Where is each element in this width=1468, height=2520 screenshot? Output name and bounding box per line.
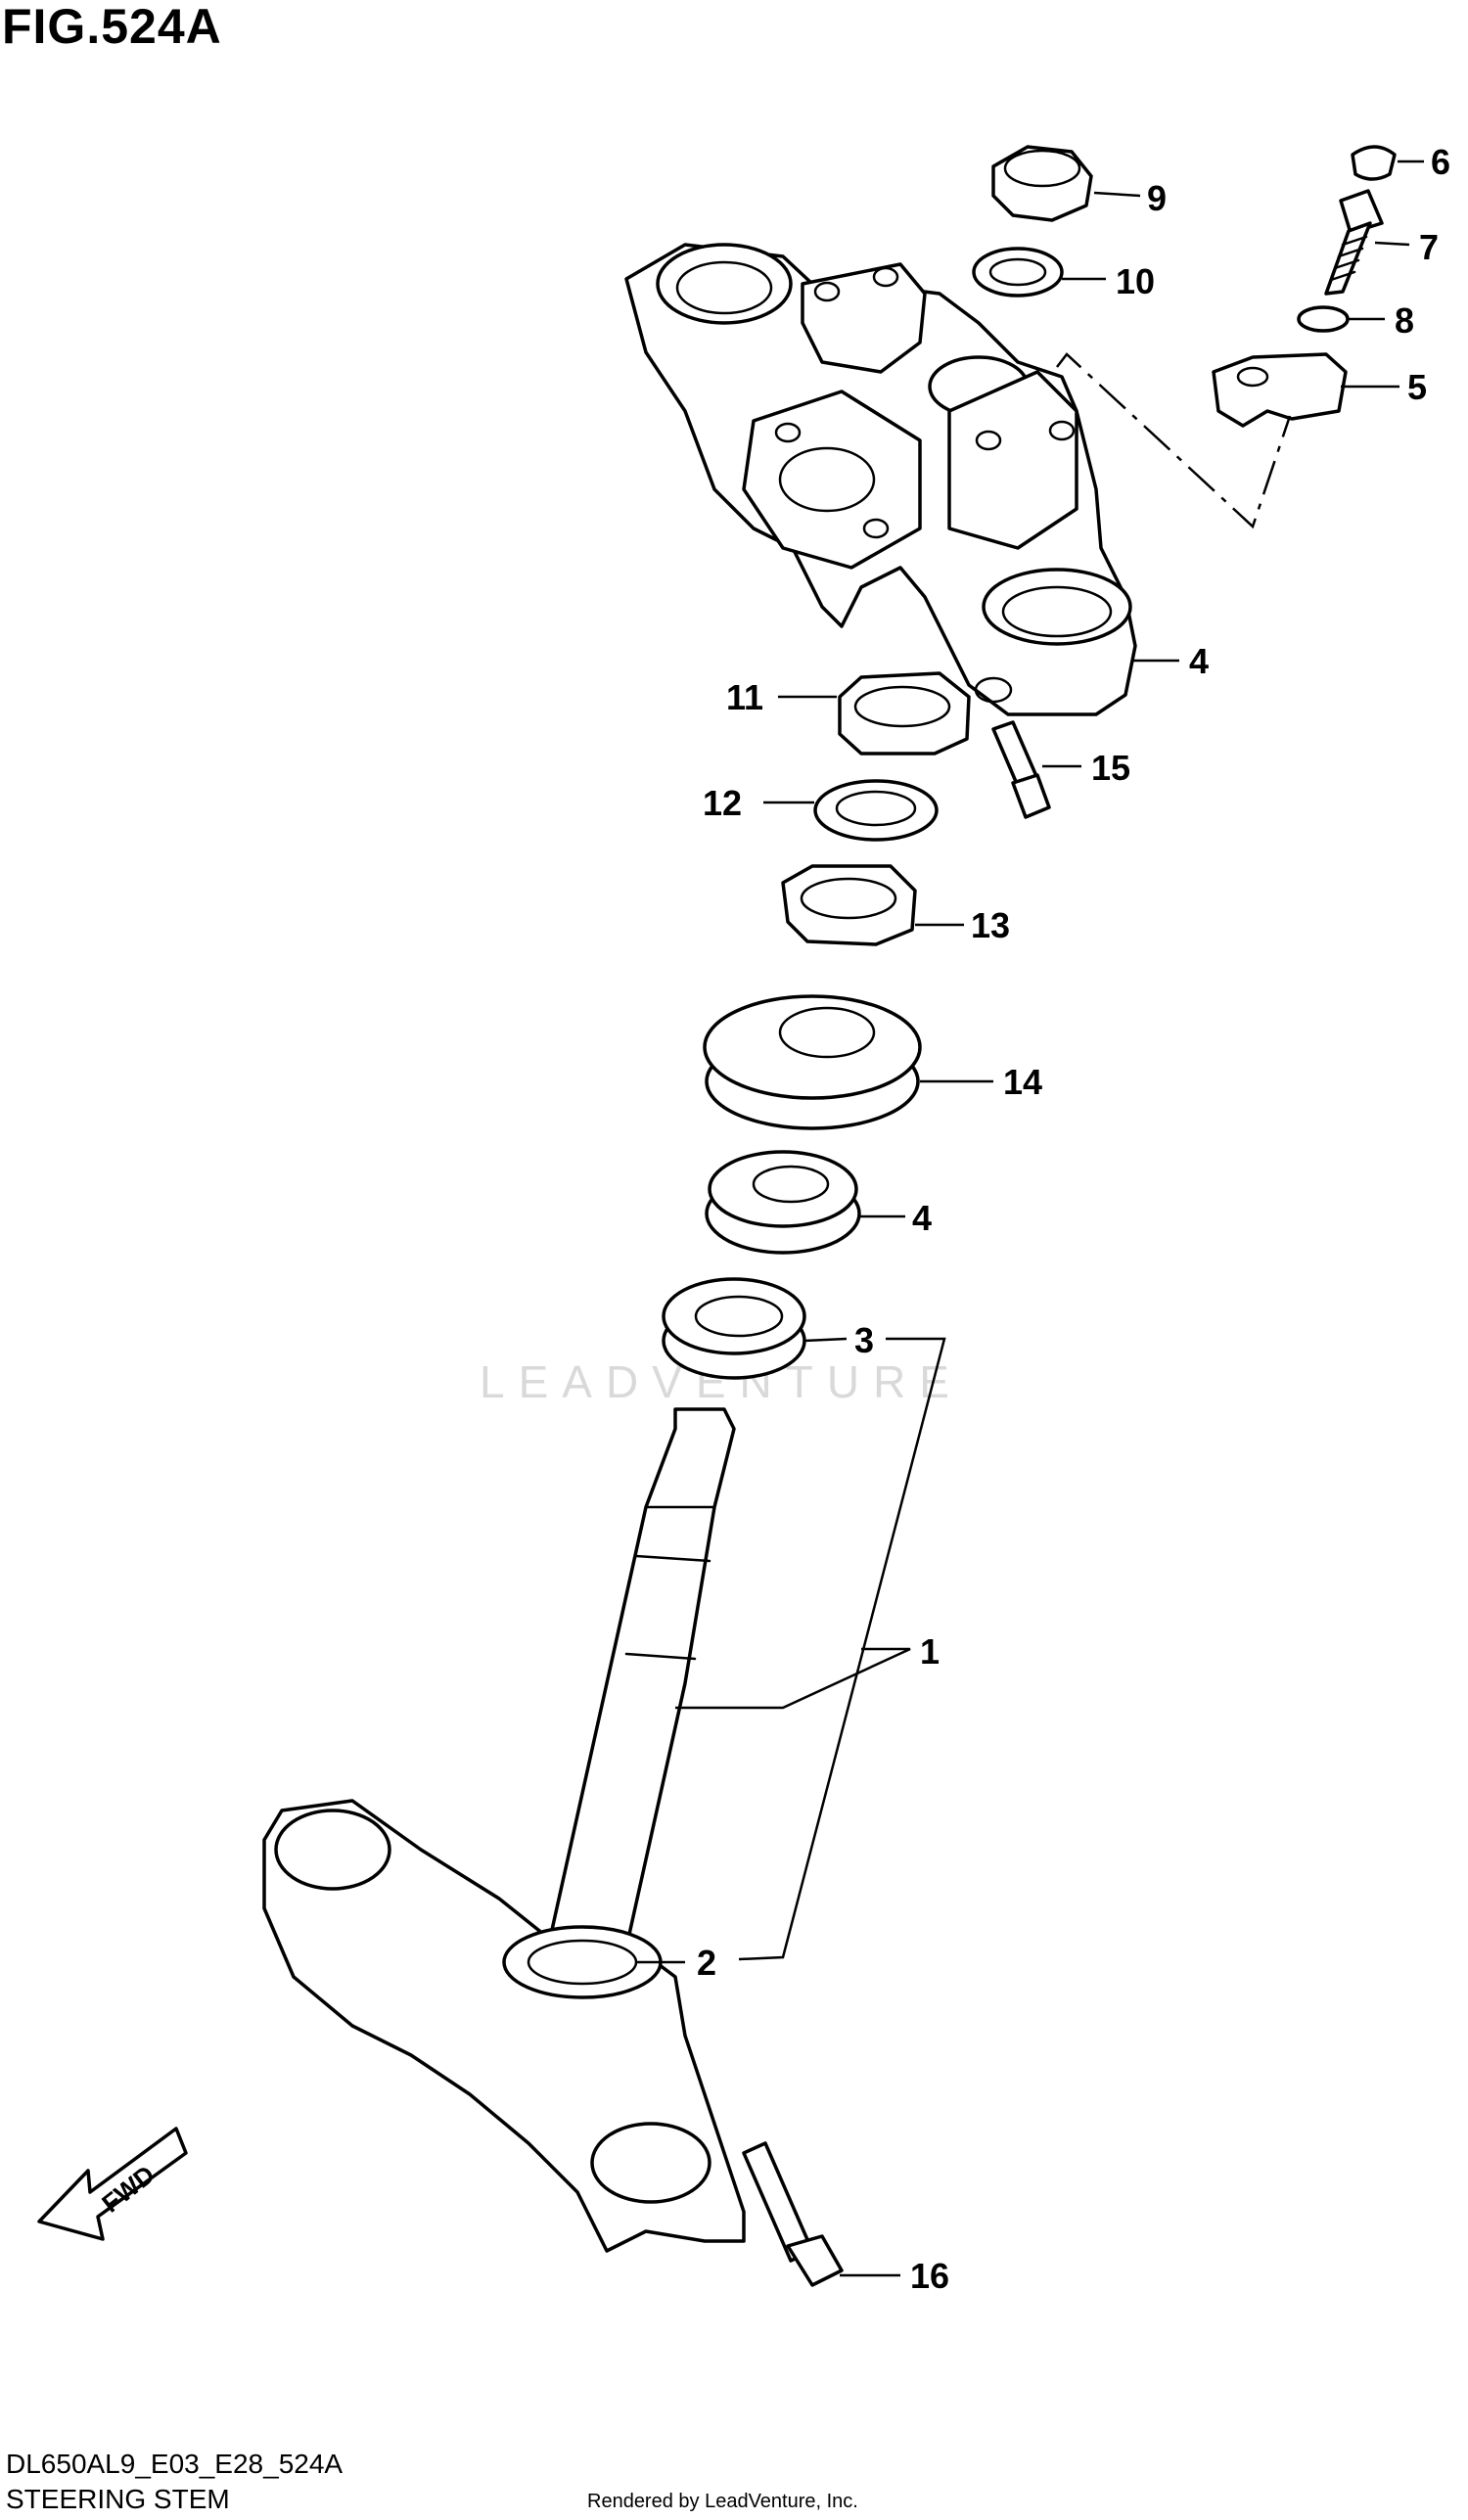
steering-stem-1[interactable] bbox=[262, 1407, 746, 2253]
callout-15: 15 bbox=[1091, 748, 1130, 788]
callout-9: 9 bbox=[1147, 178, 1167, 218]
lock-nut-13[interactable] bbox=[781, 864, 917, 946]
diagram-code: DL650AL9_E03_E28_524A bbox=[6, 2449, 344, 2479]
lock-washer-8[interactable] bbox=[1297, 305, 1350, 333]
lock-nut-11[interactable] bbox=[838, 671, 971, 756]
fwd-arrow-icon: FWD bbox=[37, 2127, 188, 2241]
render-credit: Rendered by LeadVenture, Inc. bbox=[587, 2491, 858, 2512]
callout-12: 12 bbox=[703, 783, 742, 823]
dust-seal-14[interactable] bbox=[703, 994, 922, 1130]
callout-labels: 9 10 6 7 8 5 4 11 15 12 13 14 4 3 1 2 16 bbox=[697, 142, 1450, 2296]
bearing-3[interactable] bbox=[662, 1277, 806, 1380]
callout-1: 1 bbox=[920, 1631, 940, 1672]
callout-3: 3 bbox=[854, 1320, 874, 1360]
callout-5: 5 bbox=[1407, 367, 1427, 407]
cap-nut-9[interactable] bbox=[991, 145, 1093, 222]
leader-dashed bbox=[1056, 352, 1292, 529]
callout-4-bearing: 4 bbox=[912, 1198, 932, 1238]
bearing-4[interactable] bbox=[705, 1150, 861, 1255]
washer-10[interactable] bbox=[972, 247, 1064, 298]
callout-13: 13 bbox=[971, 905, 1010, 945]
callout-4-upper: 4 bbox=[1189, 641, 1209, 681]
callout-7: 7 bbox=[1419, 227, 1439, 267]
callout-10: 10 bbox=[1116, 261, 1155, 301]
leader-lines bbox=[636, 160, 1424, 2277]
upper-bracket[interactable] bbox=[624, 243, 1137, 716]
callout-11: 11 bbox=[726, 677, 763, 717]
callout-2: 2 bbox=[697, 1943, 716, 1983]
diagram-caption: STEERING STEM bbox=[6, 2484, 230, 2514]
callout-6: 6 bbox=[1431, 142, 1450, 182]
bolt-16[interactable] bbox=[742, 2141, 844, 2287]
callout-14: 14 bbox=[1003, 1062, 1042, 1102]
figure-title: FIG.524A bbox=[2, 0, 222, 54]
washer-12[interactable] bbox=[813, 779, 939, 842]
stud-bolt-15[interactable] bbox=[991, 720, 1051, 819]
callout-8: 8 bbox=[1395, 300, 1414, 341]
bolt-7[interactable] bbox=[1324, 189, 1384, 296]
handlebar-clamp-5[interactable] bbox=[1212, 352, 1348, 428]
callout-16: 16 bbox=[910, 2256, 949, 2296]
cap-6[interactable] bbox=[1351, 145, 1397, 181]
